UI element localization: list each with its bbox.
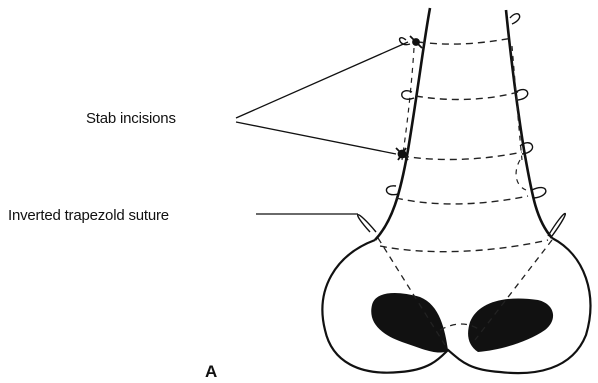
suture-loop-icon <box>516 90 528 100</box>
suture-line-1 <box>418 38 512 44</box>
left-suture-loops <box>358 38 414 232</box>
suture-loop-icon <box>510 14 520 24</box>
right-nostril <box>468 298 553 352</box>
suture-line-4 <box>396 196 528 204</box>
left-nostril <box>371 293 448 353</box>
suture-loop-icon <box>386 186 398 195</box>
suture-loop-icon <box>548 214 565 237</box>
inverted-trapezoid-suture-label: Inverted trapezold suture <box>8 208 169 223</box>
leader-lines <box>236 42 408 214</box>
suture-line-5 <box>380 240 548 252</box>
suture-loop-icon <box>402 91 414 99</box>
right-sidewall <box>506 10 552 238</box>
right-side-arc <box>516 160 526 190</box>
right-suture-loops <box>510 14 565 236</box>
suture-line-2 <box>416 92 518 99</box>
suture-line-3 <box>402 152 522 159</box>
nasal-tip-outline <box>322 238 590 373</box>
suture-loop-icon <box>358 215 376 232</box>
leader-stab-lower <box>236 122 396 154</box>
leader-stab-upper <box>236 42 408 118</box>
stab-incisions-label: Stab incisions <box>86 111 176 126</box>
panel-label: A <box>205 363 217 380</box>
